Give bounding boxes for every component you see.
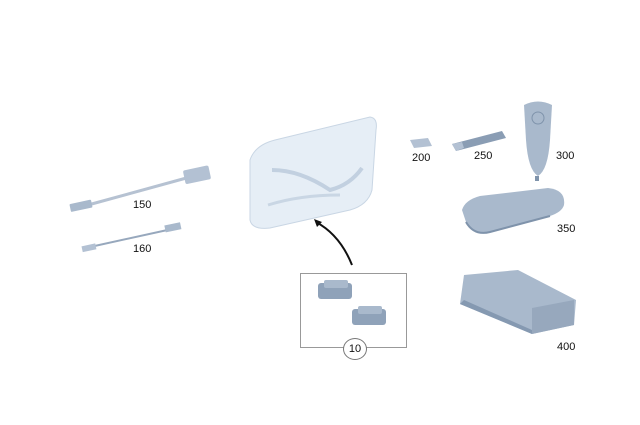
- part-300-car-charger[interactable]: [524, 101, 552, 182]
- label-160: 160: [133, 243, 152, 255]
- label-250: 250: [474, 150, 493, 162]
- label-400: 400: [557, 341, 576, 353]
- label-350: 350: [557, 223, 576, 235]
- part-350-module[interactable]: [462, 188, 565, 234]
- part-250-usb-stick[interactable]: [452, 131, 506, 151]
- callout-box-10: [300, 273, 407, 348]
- part-160-usb-cable[interactable]: [81, 222, 182, 253]
- label-300: 300: [556, 150, 575, 162]
- part-200-card[interactable]: [410, 138, 432, 148]
- part-400-bracket[interactable]: [460, 270, 576, 334]
- part-door-panel[interactable]: [249, 116, 377, 229]
- part-10-clips[interactable]: [318, 280, 386, 325]
- label-150: 150: [133, 199, 152, 211]
- callout-circle-10[interactable]: 10: [343, 338, 367, 360]
- pointer-arrow: [315, 221, 353, 266]
- label-200: 200: [412, 152, 431, 164]
- part-150-cable[interactable]: [69, 165, 211, 212]
